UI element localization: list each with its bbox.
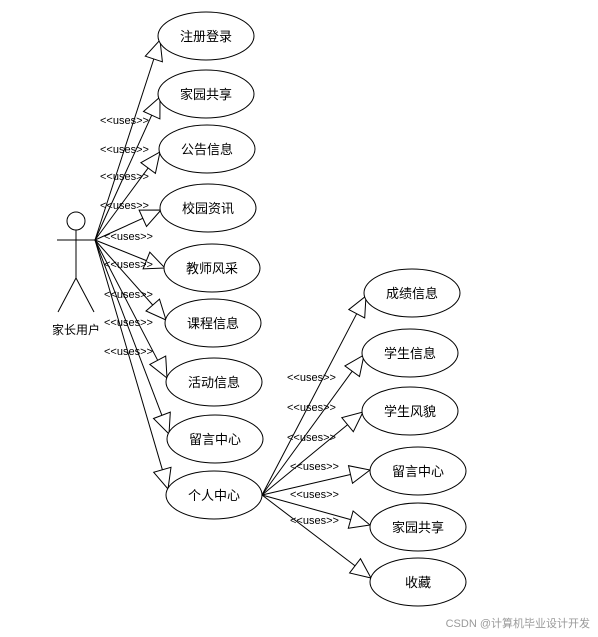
use-case-label: 成绩信息 [386, 286, 438, 302]
association-line [261, 313, 358, 496]
use-case-label: 家园共享 [180, 87, 232, 103]
use-case-message-center: 留言中心 [166, 414, 264, 464]
uses-label: <<uses>> [100, 171, 149, 183]
use-case-ellipse [157, 11, 255, 61]
use-case-label: 活动信息 [188, 375, 240, 391]
use-case-sub-message-center: 留言中心 [369, 446, 467, 496]
use-case-label: 个人中心 [188, 489, 240, 504]
use-case-label: 课程信息 [187, 316, 239, 332]
use-case-label: 校园资讯 [182, 201, 234, 217]
uses-label: <<uses>> [100, 144, 149, 156]
uses-label: <<uses>> [100, 200, 149, 212]
association-line [94, 114, 153, 241]
use-case-ellipse [363, 268, 461, 318]
association-line [94, 239, 163, 416]
use-case-label: 留言中心 [189, 433, 241, 448]
use-case-home-school-share: 家园共享 [157, 69, 255, 119]
use-case-ellipse [164, 298, 262, 348]
use-case-personal-center: 个人中心 [165, 470, 263, 520]
association-line [261, 494, 351, 521]
use-case-ellipse [166, 414, 264, 464]
use-case-ellipse [159, 183, 257, 233]
use-case-ellipse [165, 470, 263, 520]
use-case-ellipse [157, 69, 255, 119]
arrowhead [148, 355, 168, 380]
association-line [94, 167, 149, 241]
use-case-label: 学生风貌 [384, 404, 436, 420]
uses-label: <<uses>> [287, 372, 336, 384]
use-case-ellipse [361, 386, 459, 436]
use-case-favorites: 收藏 [369, 557, 467, 607]
actor-figure [57, 211, 95, 313]
actor-right-leg [75, 277, 95, 313]
watermark: CSDN @计算机毕业设计开发 [445, 618, 590, 630]
association-line [94, 58, 155, 241]
association-line [94, 239, 154, 306]
arrowhead [145, 298, 167, 321]
use-case-label: 注册登录 [180, 30, 232, 45]
arrowhead [347, 510, 372, 529]
association-line [94, 239, 163, 470]
use-case-label: 学生信息 [384, 346, 436, 362]
use-case-ellipse [369, 502, 467, 552]
use-case-label: 收藏 [405, 576, 431, 591]
use-case-ellipse [369, 446, 467, 496]
arrowhead [348, 557, 372, 579]
relationships [94, 38, 372, 579]
use-case-ellipse [163, 243, 261, 293]
arrowhead [139, 151, 161, 175]
use-case-register-login: 注册登录 [157, 11, 255, 61]
uses-label: <<uses>> [290, 515, 339, 527]
use-case-course-info: 课程信息 [164, 298, 262, 348]
arrowhead [152, 466, 172, 491]
uses-label: <<uses>> [100, 115, 149, 127]
use-case-sub-home-school-share: 家园共享 [369, 502, 467, 552]
use-case-activity-info: 活动信息 [165, 357, 263, 407]
uses-label: <<uses>> [104, 259, 153, 271]
uses-label: <<uses>> [290, 461, 339, 473]
use-case-campus-news: 校园资讯 [159, 183, 257, 233]
use-case-label: 家园共享 [392, 520, 444, 536]
actor-left-leg [57, 277, 77, 313]
uses-label: <<uses>> [287, 402, 336, 414]
arrowhead [340, 411, 364, 433]
arrowhead [347, 465, 372, 485]
arrowhead [142, 251, 167, 270]
use-case-teacher-style: 教师风采 [163, 243, 261, 293]
association-line [94, 217, 144, 241]
arrowhead [347, 294, 367, 319]
use-case-ellipse [369, 557, 467, 607]
association-line [261, 370, 353, 496]
use-case-student-info: 学生信息 [361, 328, 459, 378]
association-line [261, 424, 348, 496]
association-line [261, 474, 351, 496]
association-line [94, 239, 147, 262]
uses-label: <<uses>> [104, 289, 153, 301]
actor-head [66, 211, 86, 231]
use-case-ellipse [165, 357, 263, 407]
use-case-label: 公告信息 [181, 142, 233, 158]
use-case-student-style: 学生风貌 [361, 386, 459, 436]
use-case-ellipse [158, 124, 256, 174]
uses-label: <<uses>> [104, 231, 153, 243]
uses-label: <<uses>> [104, 317, 153, 329]
arrowhead [142, 95, 161, 120]
use-case-grade-info: 成绩信息 [363, 268, 461, 318]
arrowhead [343, 354, 365, 378]
arrowhead [144, 38, 163, 63]
use-case-label: 留言中心 [392, 465, 444, 480]
actor-label: 家长用户 [52, 322, 100, 337]
use-case-label: 教师风采 [186, 261, 238, 277]
use-case-notice-info: 公告信息 [158, 124, 256, 174]
association-line [261, 494, 356, 567]
uses-label: <<uses>> [104, 346, 153, 358]
arrowhead [138, 209, 163, 228]
arrowhead [152, 411, 171, 436]
uses-label: <<uses>> [290, 489, 339, 501]
uses-label: <<uses>> [287, 432, 336, 444]
association-line [94, 239, 159, 361]
use-case-ellipse [361, 328, 459, 378]
